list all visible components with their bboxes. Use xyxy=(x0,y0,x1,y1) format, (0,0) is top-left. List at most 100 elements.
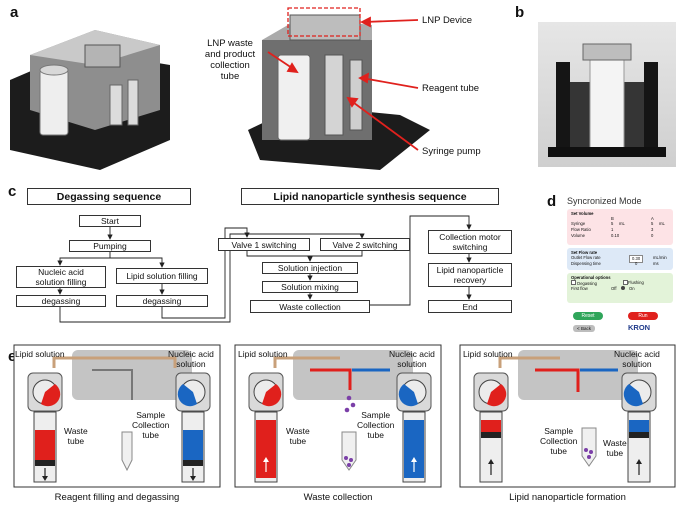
back-button-label: Back xyxy=(580,326,591,331)
sub3-sample-line2: Collection xyxy=(540,436,578,446)
sub1-sample-label: Sample Collection tube xyxy=(132,410,169,440)
sub2-waste-line2: tube xyxy=(289,436,307,446)
syringe-label: Syringe xyxy=(571,221,586,227)
flow-b-value[interactable]: 1 xyxy=(611,227,614,233)
sub3-sample-line1: Sample xyxy=(544,426,574,436)
dispensing-time-input[interactable]: 0 xyxy=(635,261,638,267)
device-photo xyxy=(538,22,676,167)
first-flow-label: First flow xyxy=(571,286,588,292)
outlet-flow-unit: mL/min xyxy=(653,255,667,261)
col-a-heading: A xyxy=(651,216,654,222)
sub2-sample-line1: Sample xyxy=(361,410,391,420)
flow-lipid-fill: Lipid solution filling xyxy=(116,268,208,284)
flow-start: Start xyxy=(79,215,141,227)
sub2-nucleic-label: Nucleic acid solution xyxy=(389,349,435,369)
sub3-waste-line1: Waste xyxy=(603,438,627,448)
set-volume-panel: Set Volume B A Syringe 5 mL 5 mL Flow Ra… xyxy=(567,209,673,245)
set-flow-panel: Set Flow rate Outlet Flow rate 0.30 mL/m… xyxy=(567,248,673,270)
flow-collection-motor: Collection motor switching xyxy=(428,230,512,254)
reset-button[interactable]: Reset xyxy=(573,312,603,320)
synthesis-sequence-title: Lipid nanoparticle synthesis sequence xyxy=(241,188,499,205)
flushing-checkbox[interactable] xyxy=(623,280,628,286)
sub3-waste-label: Waste tube xyxy=(603,438,627,458)
sub3-waste-line2: tube xyxy=(606,448,624,458)
flow-mixing: Solution mixing xyxy=(262,281,358,293)
flow-injection: Solution injection xyxy=(262,262,358,274)
flow-nucleic-fill-line2: solution filling xyxy=(35,277,87,287)
flow-ratio-label: Flow Ratio xyxy=(571,227,591,233)
sub1-nucleic-label: Nucleic acid solution xyxy=(168,349,214,369)
first-flow-on[interactable]: On xyxy=(629,286,635,292)
degassing-sequence-title: Degassing sequence xyxy=(27,188,191,205)
set-volume-heading: Set Volume xyxy=(571,211,594,216)
sub1-caption: Reagent filling and degassing xyxy=(54,492,180,503)
callout-arrows xyxy=(267,16,419,151)
sub1-lipid-label: Lipid solution xyxy=(15,349,65,359)
flow-collection-motor-line1: Collection motor xyxy=(439,232,501,242)
operational-options-heading: Operational options xyxy=(571,275,611,280)
callout-waste-line3: collection xyxy=(210,60,250,71)
sub1-sample-line3: tube xyxy=(142,430,159,440)
callout-waste-line2: and product xyxy=(204,49,256,60)
flow-collection-motor-line2: switching xyxy=(452,242,488,252)
syringe-b-value[interactable]: 5 xyxy=(611,221,614,227)
sync-mode-title: Syncronized Mode xyxy=(567,196,642,206)
run-button[interactable]: Run xyxy=(628,312,658,320)
sub2-waste-label: Waste tube xyxy=(286,426,310,446)
outlet-flow-label: Outlet Flow rate xyxy=(571,255,601,261)
back-arrow-icon: < xyxy=(577,326,580,331)
callout-waste-line4: tube xyxy=(220,71,240,82)
syringe-a-unit: mL xyxy=(659,221,665,227)
flow-lnp-recovery-line1: Lipid nanoparticle xyxy=(436,265,504,275)
device-left-render xyxy=(10,30,170,170)
callout-waste-tube: LNP waste and product collection tube xyxy=(190,38,270,82)
sub3-sample-label: Sample Collection tube xyxy=(540,426,577,456)
panel-label-b: b xyxy=(515,4,525,21)
volume-label: Volume xyxy=(571,233,585,239)
degassing-label: Degassing xyxy=(577,281,597,287)
first-flow-toggle[interactable] xyxy=(621,286,625,291)
syringe-a-value[interactable]: 5 xyxy=(651,221,654,227)
sub2-sample-line3: tube xyxy=(367,430,384,440)
degassing-checkbox[interactable] xyxy=(571,280,576,286)
callout-syringe-pump: Syringe pump xyxy=(422,146,481,157)
volume-a-value[interactable]: 0 xyxy=(651,233,654,239)
flow-a-value[interactable]: 3 xyxy=(651,227,654,233)
flow-valve2: Valve 2 switching xyxy=(320,238,410,251)
sub3-nucleic-line1: Nucleic acid xyxy=(614,349,660,359)
dispensing-time-unit: ms xyxy=(653,261,659,267)
syringe-b-unit: mL xyxy=(619,221,625,227)
sub1-waste-line1: Waste xyxy=(64,426,88,436)
sub2-waste-line1: Waste xyxy=(286,426,310,436)
kron-logo: KRON xyxy=(628,323,651,332)
callout-lnp-device: LNP Device xyxy=(422,15,472,26)
flow-pumping: Pumping xyxy=(69,240,151,252)
back-button[interactable]: < Back xyxy=(573,325,595,332)
sub1-nucleic-line2: solution xyxy=(176,359,206,369)
sub2-lipid-label: Lipid solution xyxy=(238,349,288,359)
dispensing-time-label: Dispensing time xyxy=(571,261,601,267)
sub2-sample-label: Sample Collection tube xyxy=(357,410,394,440)
first-flow-off[interactable]: Off xyxy=(611,286,617,292)
callout-waste-line1: LNP waste xyxy=(207,38,253,49)
sub2-nucleic-line1: Nucleic acid xyxy=(389,349,435,359)
volume-b-value[interactable]: 0.10 xyxy=(611,233,620,239)
panel-label-a: a xyxy=(10,4,19,21)
sub2-nucleic-line2: solution xyxy=(397,359,427,369)
flow-degassing-left: degassing xyxy=(16,295,106,307)
col-b-heading: B xyxy=(611,216,614,222)
sub3-lipid-label: Lipid solution xyxy=(463,349,513,359)
sub2-sample-line2: Collection xyxy=(357,420,395,430)
flow-valve1: Valve 1 switching xyxy=(218,238,310,251)
sub3-nucleic-line2: solution xyxy=(622,359,652,369)
outlet-flow-input[interactable]: 0.30 xyxy=(629,255,644,263)
sub1-waste-label: Waste tube xyxy=(64,426,88,446)
flow-nucleic-fill: Nucleic acid solution filling xyxy=(16,266,106,288)
panel-label-e: e xyxy=(8,348,17,365)
sub1-sample-line1: Sample xyxy=(136,410,166,420)
flow-waste-collection: Waste collection xyxy=(250,300,370,313)
sub2-caption: Waste collection xyxy=(303,492,373,503)
panel-label-d: d xyxy=(547,193,557,210)
flow-lnp-recovery-line2: recovery xyxy=(453,275,487,285)
flow-lnp-recovery: Lipid nanoparticle recovery xyxy=(428,263,512,287)
